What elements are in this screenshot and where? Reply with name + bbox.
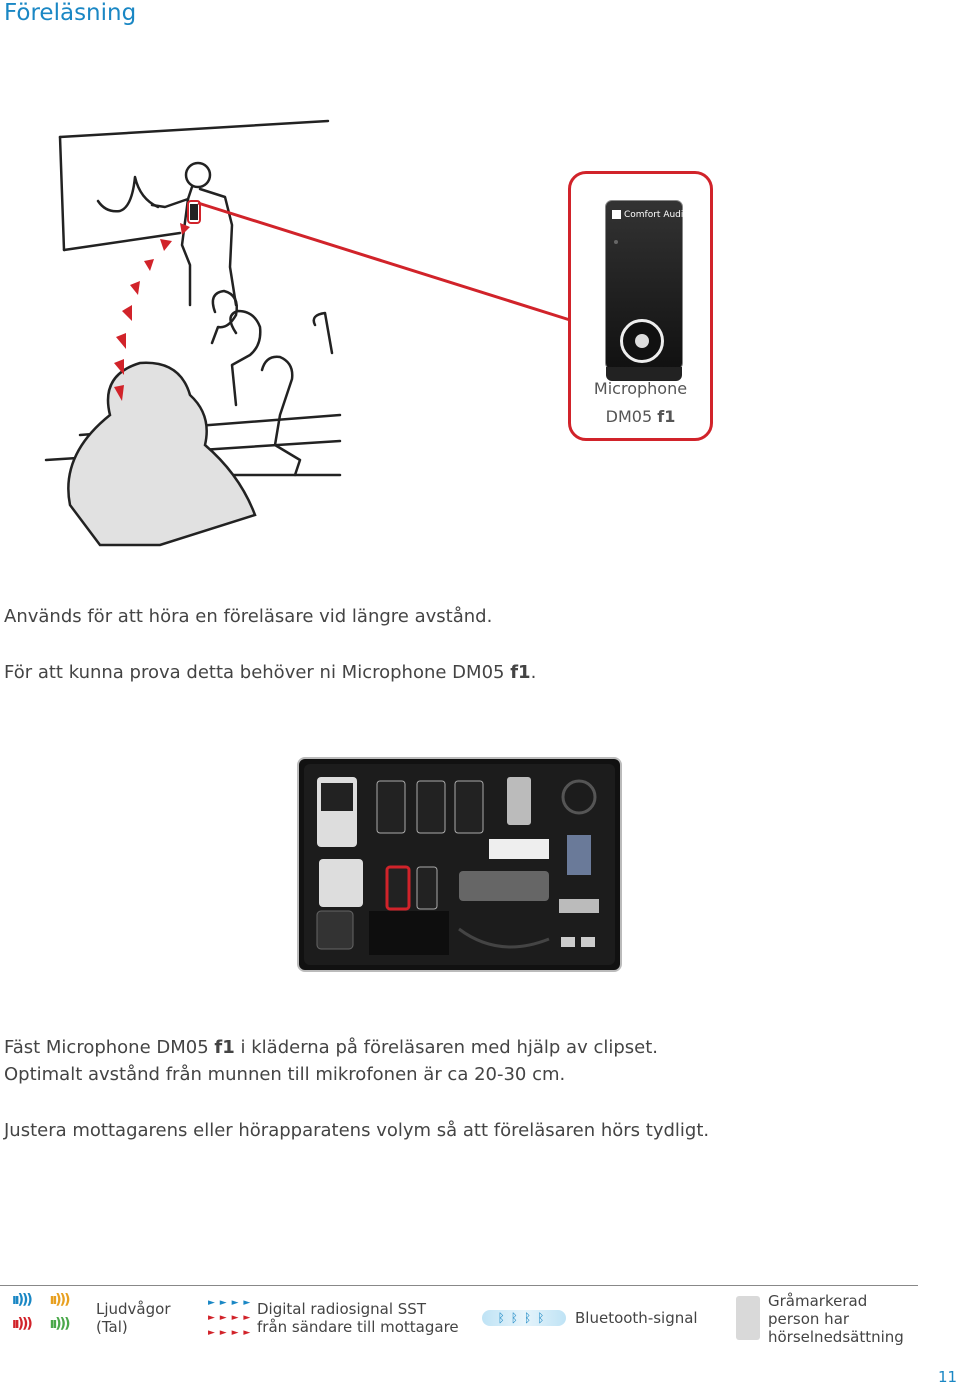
led-indicator [614,240,618,244]
microphone-device-image: Comfort Audio [605,200,689,381]
paragraph-requirement: För att kunna prova detta behöver ni Mic… [4,662,537,683]
paragraph-volume: Justera mottagarens eller hörapparatens … [4,1120,710,1141]
radio-signal-icon: ► ► ► ► ► ► ► ► ► ► ► ► [208,1298,252,1338]
gray-person-swatch [736,1296,760,1340]
legend-radio-label: Digital radiosignal SST från sändare til… [257,1300,459,1336]
device-clip [606,367,682,381]
bluetooth-signal-icon: ᛒᛒᛒᛒ [482,1310,566,1326]
volume-knob [620,319,664,363]
device-logo: Comfort Audio [612,210,689,220]
sound-wave-icon: ıı))) ıı))) ıı))) ıı))) [12,1292,70,1332]
footer-divider [0,1285,918,1286]
page-title: Föreläsning [4,0,137,26]
microphone-callout: Comfort Audio Microphone DM05 f1 [568,171,713,441]
paragraph-usage: Används för att höra en föreläsare vid l… [4,606,493,627]
page-number: 11 [938,1368,958,1386]
legend-sound-label: Ljudvågor (Tal) [96,1300,171,1336]
kit-case-image [297,757,622,972]
lecture-illustration [44,119,571,547]
kit-case-contents [304,764,615,965]
callout-caption-line1: Microphone [593,379,688,398]
callout-caption-line2: DM05 f1 [605,407,676,426]
legend-bluetooth-label: Bluetooth-signal [575,1309,698,1327]
legend-gray-label: Gråmarkerad person har hörselnedsättning [768,1292,904,1346]
paragraph-distance: Optimalt avstånd från munnen till mikrof… [4,1064,566,1085]
paragraph-attach: Fäst Microphone DM05 f1 i kläderna på fö… [4,1037,658,1058]
